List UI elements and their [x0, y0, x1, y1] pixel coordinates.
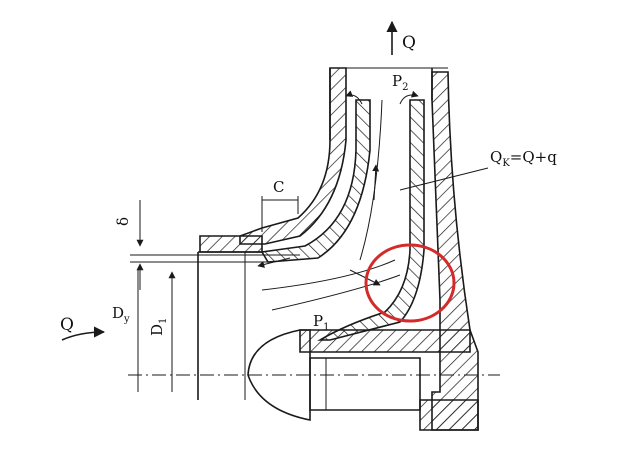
shaft-body	[309, 357, 421, 411]
shaft-nut	[419, 399, 479, 431]
inlet-q-arrow	[61, 326, 106, 341]
front-shroud	[239, 67, 347, 245]
label-delta: δ	[114, 217, 132, 226]
label-p1: P1	[313, 312, 329, 333]
hub-block	[299, 329, 471, 353]
leak-flow-arrow	[257, 257, 291, 268]
highlight-circle	[364, 243, 456, 323]
impeller-front-wall	[260, 99, 371, 263]
flow-arrow-up	[372, 164, 380, 201]
outlet-swirl-left	[345, 90, 363, 105]
outlet-swirl-right	[399, 90, 419, 105]
flow-curve-2	[271, 274, 401, 311]
flow-curve-1	[261, 259, 396, 291]
seal-ring	[199, 235, 263, 253]
label-q-top: Q	[402, 33, 416, 53]
label-p2: P2	[392, 72, 408, 93]
label-dy: Dy	[112, 304, 130, 325]
label-d1: D1	[148, 318, 169, 336]
qk-leader-line	[399, 167, 489, 191]
label-qk: QK=Q+q	[490, 148, 557, 169]
outer-casing	[431, 71, 479, 431]
label-q-left: Q	[60, 315, 74, 335]
label-c: C	[273, 178, 284, 196]
